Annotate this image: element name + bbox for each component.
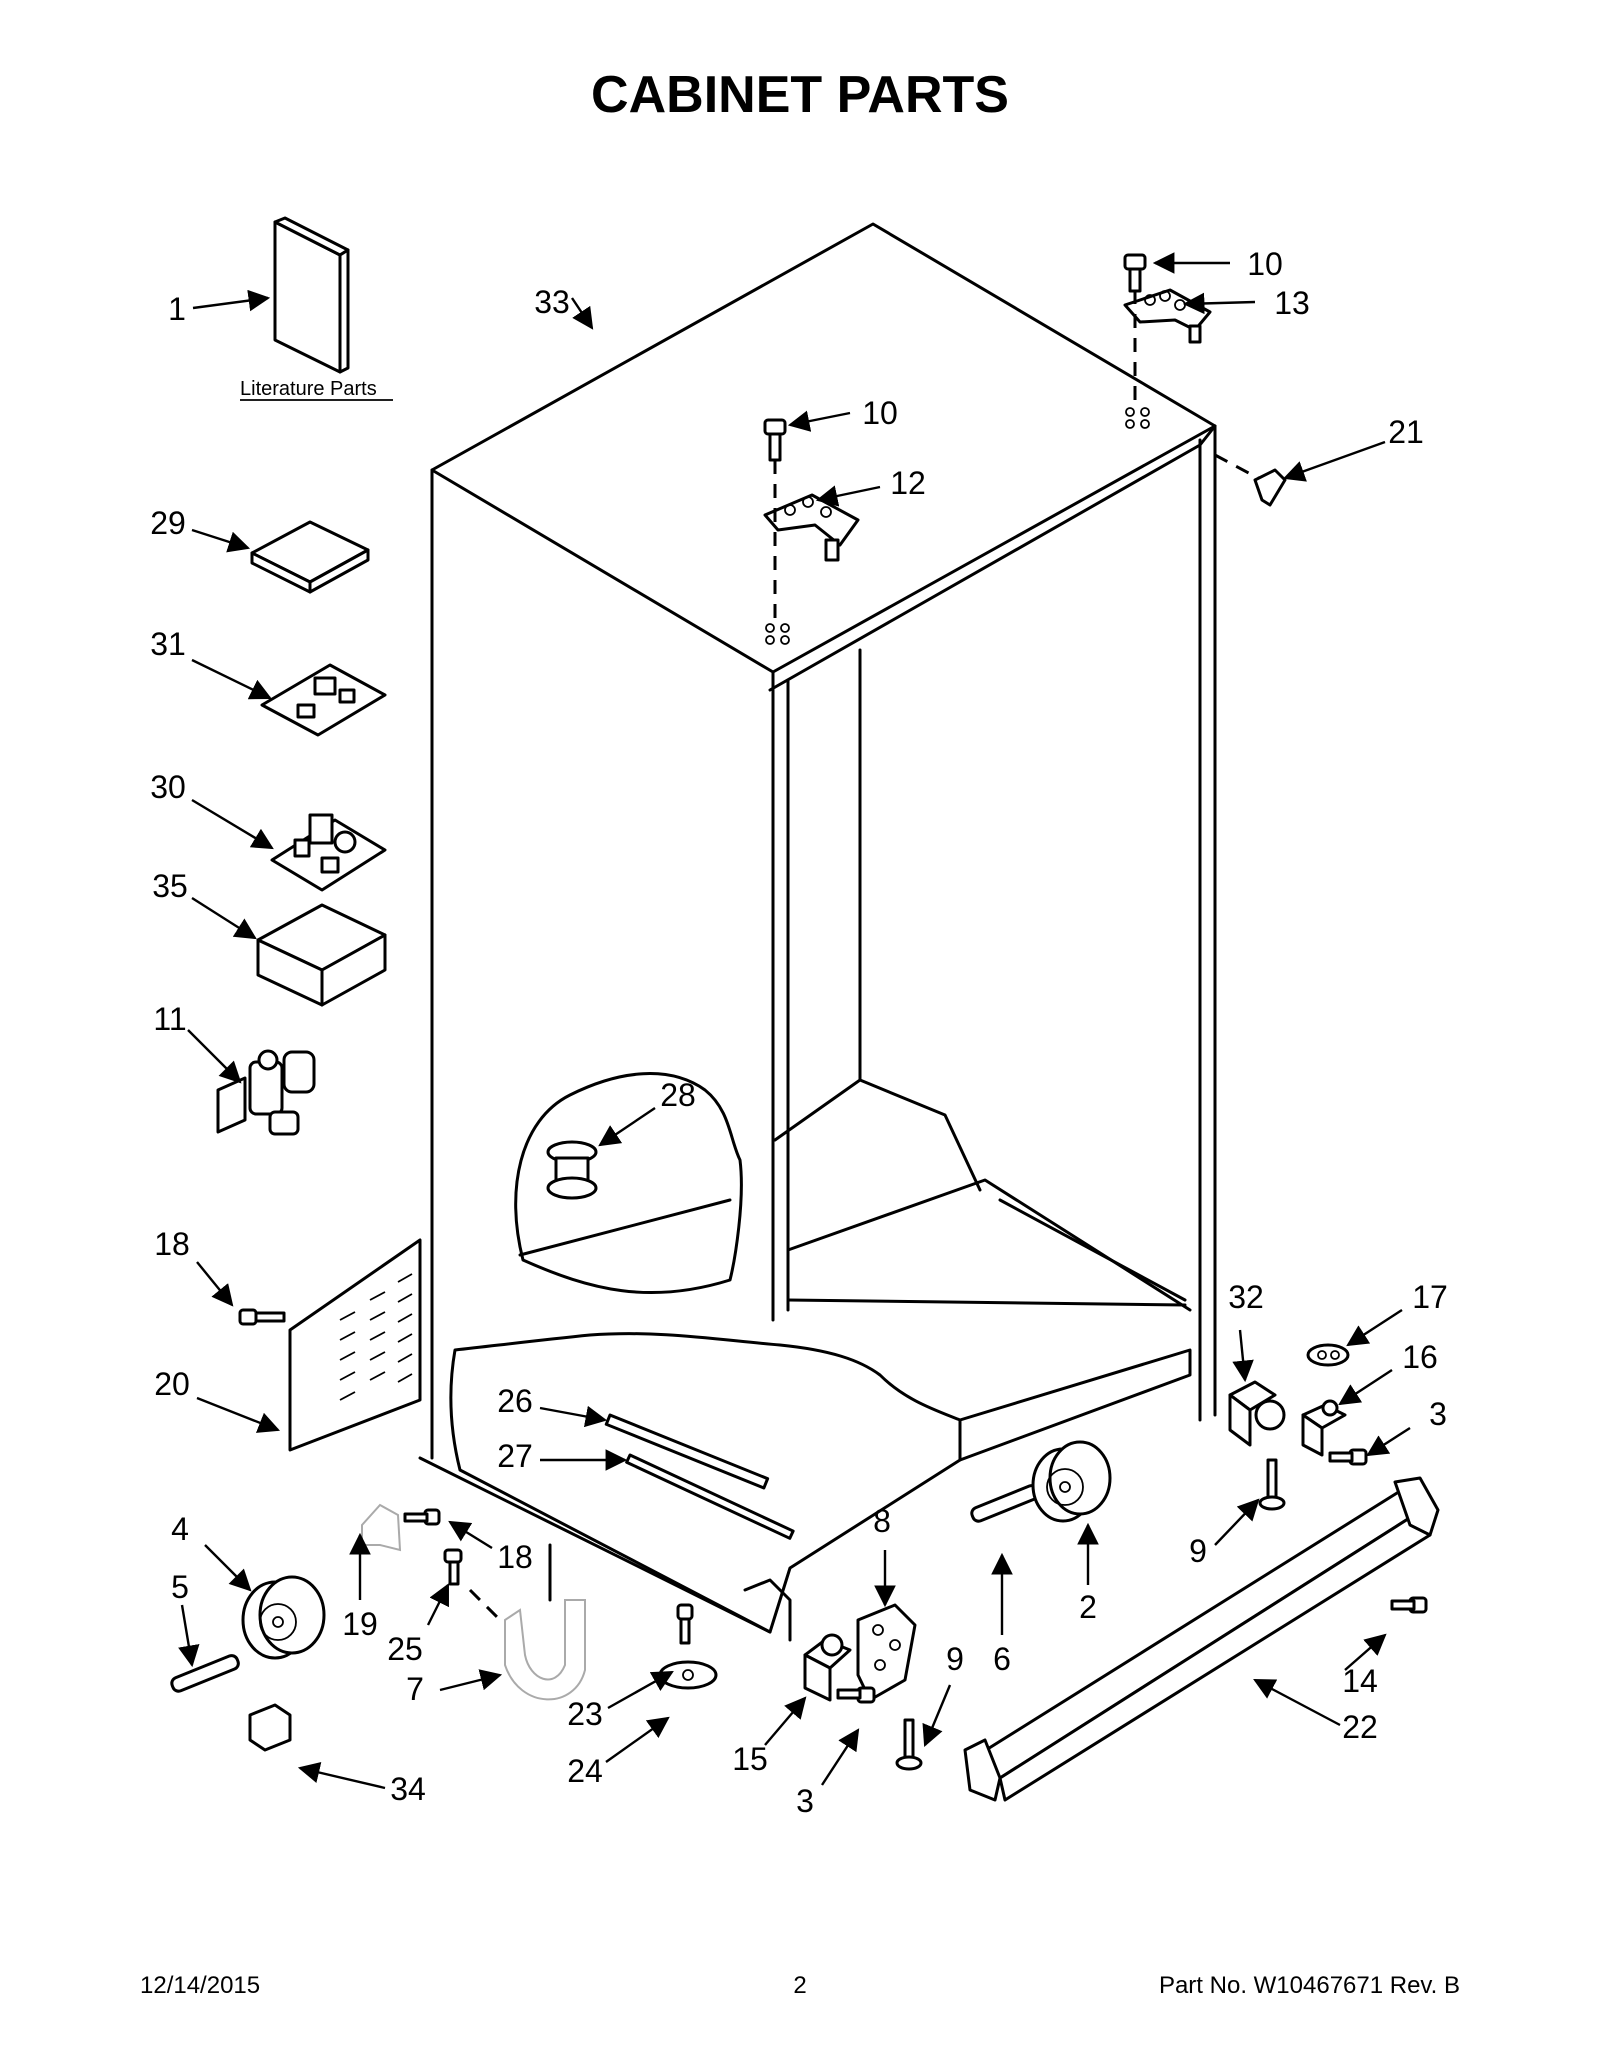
control-board-icon: [260, 663, 387, 737]
footer-page-number: 2: [793, 1972, 806, 1999]
footer-part-number: Part No. W10467671 Rev. B: [1159, 1972, 1460, 1999]
callout-30: 30: [150, 769, 186, 805]
callout-14: 14: [1342, 1663, 1378, 1699]
literature-parts-icon: [273, 216, 350, 374]
callout-26: 26: [497, 1383, 533, 1419]
callout-13: 13: [1274, 285, 1310, 321]
drain-screw-axis: [468, 1588, 502, 1622]
callout-20: 20: [154, 1366, 190, 1402]
callout-24: 24: [567, 1753, 603, 1789]
front-roller-axle-icon: [970, 1484, 1040, 1523]
callout-5: 5: [171, 1569, 189, 1605]
leader-lines: [178, 252, 1411, 1790]
callout-2: 2: [1079, 1589, 1097, 1625]
callout-1: 1: [168, 291, 186, 327]
lower-hinge-right-icon: [1228, 1380, 1286, 1447]
hinge-pin-icon: [1301, 1399, 1347, 1457]
callout-29: 29: [150, 505, 186, 541]
callout-25: 25: [387, 1631, 423, 1667]
hinge-holes-center: [765, 623, 790, 645]
callout-16: 16: [1402, 1339, 1438, 1375]
callout-7: 7: [406, 1671, 424, 1707]
drain-tube-icon: [604, 1413, 770, 1490]
lower-hinge-bracket-icon: [856, 1603, 917, 1702]
literature-parts-label: Literature Parts: [240, 378, 377, 400]
rear-roller-axle-icon: [170, 1654, 240, 1693]
callout-18-bottom: 18: [497, 1539, 533, 1575]
upper-hinge-right-icon: [1123, 288, 1212, 344]
callout-17: 17: [1412, 1279, 1448, 1315]
tube-clamp-icon: [361, 1503, 402, 1552]
footer-date: 12/14/2015: [140, 1972, 260, 1999]
callout-35: 35: [152, 868, 188, 904]
front-roller-icon: [1031, 1440, 1112, 1523]
drain-screw-icon: [443, 1548, 463, 1586]
drain-trap-icon: [504, 1543, 586, 1701]
clip-icon: [1253, 468, 1287, 507]
power-board-icon: [270, 813, 387, 892]
grille-screw-icon: [1390, 1596, 1428, 1614]
callout-22: 22: [1342, 1709, 1378, 1745]
callout-12: 12: [890, 465, 926, 501]
callout-9-center: 9: [946, 1641, 964, 1677]
clip-axis: [1214, 453, 1259, 480]
callout-23: 23: [567, 1696, 603, 1732]
callout-33: 33: [534, 284, 570, 320]
clamp-screw-icon: [403, 1508, 441, 1526]
callout-10-right: 10: [1247, 246, 1283, 282]
electronics-housing-icon: [256, 903, 387, 1007]
cabinet-shell: [418, 222, 1217, 1642]
leveling-screw-icon: [676, 1603, 694, 1645]
callout-32: 32: [1228, 1279, 1264, 1315]
callout-6: 6: [993, 1641, 1011, 1677]
page-title: CABINET PARTS: [591, 66, 1009, 124]
callout-4: 4: [171, 1511, 189, 1547]
rear-access-panel-icon: [288, 1238, 422, 1452]
drain-grommet-icon: [546, 1140, 598, 1200]
rear-roller-icon: [241, 1575, 326, 1660]
spacer-block-icon: [248, 1703, 292, 1752]
hinge-bolt-icon: [836, 1686, 876, 1704]
rear-panel-screw-icon: [238, 1308, 286, 1326]
lower-hinge-left-icon: [803, 1633, 852, 1702]
hinge-holes-right: [1125, 407, 1150, 429]
defrost-tube-icon: [625, 1453, 795, 1540]
control-cover-icon: [250, 520, 370, 594]
callout-21: 21: [1388, 414, 1424, 450]
callout-11: 11: [153, 1001, 186, 1037]
hinge-cover-icon: [1306, 1343, 1350, 1367]
callout-28: 28: [660, 1077, 696, 1113]
callout-9-right: 9: [1189, 1533, 1207, 1569]
callout-15: 15: [732, 1741, 768, 1777]
callout-10-center: 10: [862, 395, 898, 431]
callout-18-top: 18: [154, 1226, 190, 1262]
callout-8: 8: [873, 1503, 891, 1539]
water-valve-icon: [216, 1049, 316, 1136]
leveling-leg-center-icon: [895, 1718, 923, 1771]
leveling-leg-right-icon: [1258, 1458, 1286, 1511]
callout-34: 34: [390, 1771, 426, 1807]
hinge-screw-right-icon: [1123, 253, 1147, 293]
callout-27: 27: [497, 1438, 533, 1474]
hinge-bolt-right-icon: [1328, 1448, 1368, 1466]
upper-hinge-left-icon: [763, 493, 860, 562]
callout-31: 31: [150, 626, 186, 662]
callout-3-right: 3: [1429, 1396, 1447, 1432]
base-grille-icon: [963, 1476, 1440, 1802]
callout-3-bottom: 3: [796, 1783, 814, 1819]
callout-19: 19: [342, 1606, 378, 1642]
callout-labels: 1 33 10 13 10 21 12 29 31 30 35 11 28 18…: [150, 246, 1448, 1819]
